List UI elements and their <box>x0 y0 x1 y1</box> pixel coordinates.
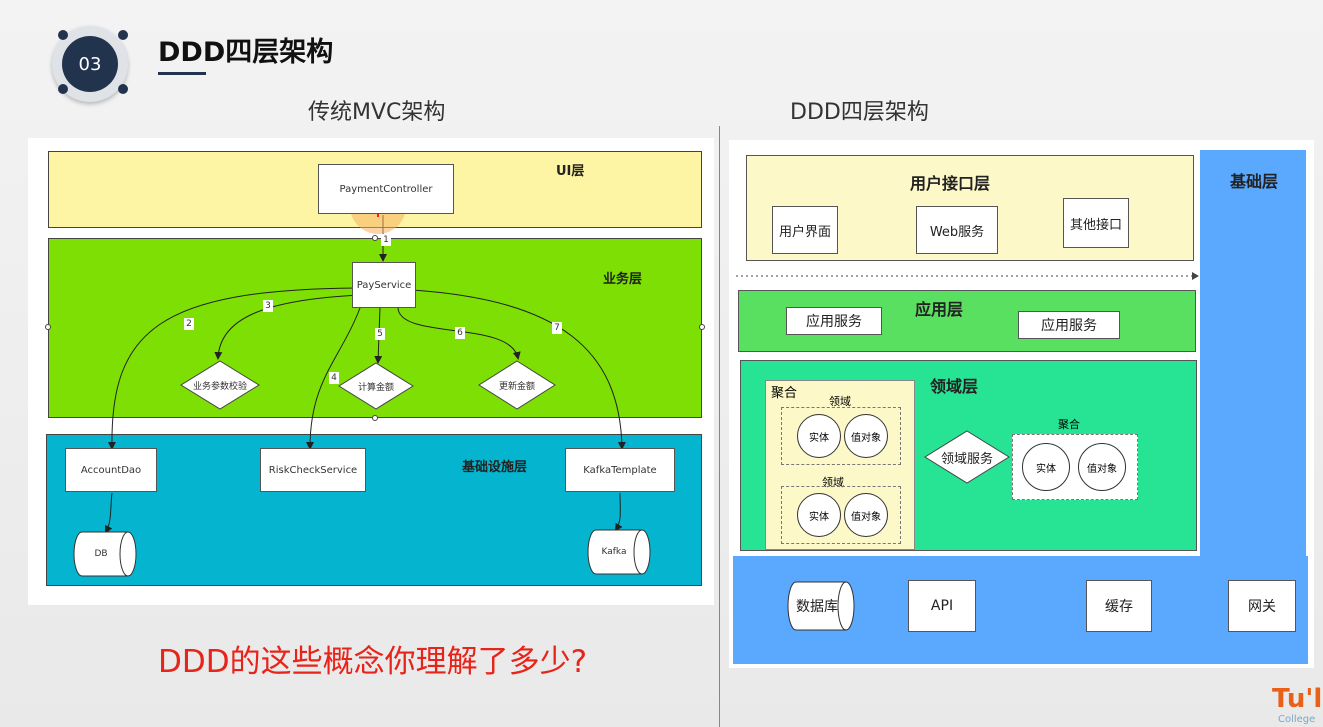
ui-layer-label: UI层 <box>556 164 585 179</box>
cache-box: 缓存 <box>1086 580 1152 632</box>
infra-layer-title: 基础层 <box>1230 172 1279 191</box>
value-object-circle: 值对象 <box>844 414 888 458</box>
entity-circle: 实体 <box>797 493 841 537</box>
value-object-circle: 值对象 <box>1078 443 1126 491</box>
vertical-divider <box>719 126 720 727</box>
kafka-template-node: KafkaTemplate <box>565 448 675 492</box>
business-layer-label: 业务层 <box>603 272 643 287</box>
dotted-arrow <box>736 272 1199 280</box>
gateway-box: 网关 <box>1228 580 1296 632</box>
edge-label: 2 <box>184 318 194 330</box>
update-diamond <box>478 360 556 410</box>
brand-logo-sub: College <box>1278 714 1316 725</box>
database-cylinder <box>787 581 855 631</box>
edge-label: 6 <box>455 327 465 339</box>
domain-label: 领域 <box>829 395 851 408</box>
domain-layer-title: 领域层 <box>930 377 979 396</box>
badge-dot <box>118 84 128 94</box>
db-cylinder <box>73 531 137 577</box>
aggregate-1-title: 聚合 <box>771 386 798 401</box>
question-text: DDD的这些概念你理解了多少? <box>158 644 588 680</box>
calc-label: 计算金额 <box>357 382 394 393</box>
domain-label: 领域 <box>822 476 844 489</box>
badge-dot <box>118 30 128 40</box>
edge-label: 3 <box>263 300 273 312</box>
ui-item: 用户界面 <box>772 206 838 254</box>
title-underline <box>158 72 206 75</box>
app-service-box: 应用服务 <box>1018 311 1120 339</box>
badge-dot <box>58 84 68 94</box>
calc-diamond <box>338 362 414 410</box>
domain-box <box>781 486 901 544</box>
risk-check-node: RiskCheckService <box>260 448 366 492</box>
page-title: DDD四层架构 <box>158 37 334 68</box>
kafka-cylinder <box>587 529 651 575</box>
section-number: 03 <box>78 53 102 75</box>
validate-label: 业务参数校验 <box>192 381 247 392</box>
left-heading: 传统MVC架构 <box>308 100 446 125</box>
db-label: DB <box>94 549 108 559</box>
app-service-box: 应用服务 <box>786 307 882 335</box>
edge-label: 7 <box>552 322 562 334</box>
domain-service-diamond <box>924 430 1010 484</box>
infra-layer-label: 基础设施层 <box>462 460 528 475</box>
badge-dot <box>58 30 68 40</box>
database-label: 数据库 <box>796 599 838 615</box>
kafka-label: Kafka <box>601 547 627 557</box>
ui-item: 其他接口 <box>1063 198 1129 248</box>
edge-label: 5 <box>375 328 385 340</box>
domain-box <box>781 407 901 465</box>
entity-circle: 实体 <box>1022 443 1070 491</box>
aggregate-2-title: 聚合 <box>1058 418 1080 431</box>
payment-controller-node: PaymentController <box>318 164 454 214</box>
edge-label: 4 <box>329 372 339 384</box>
domain-service-label: 领域服务 <box>940 451 993 467</box>
brand-logo: Tu'l <box>1272 684 1323 714</box>
section-number-badge: 03 <box>62 36 118 92</box>
app-layer-title: 应用层 <box>915 300 964 319</box>
aggregate-1 <box>765 380 915 550</box>
ui-layer-title: 用户接口层 <box>910 174 991 193</box>
edge-label: 1 <box>381 234 391 246</box>
ui-item: Web服务 <box>916 206 998 254</box>
validate-diamond <box>180 360 260 410</box>
update-label: 更新金额 <box>498 381 535 392</box>
account-dao-node: AccountDao <box>65 448 157 492</box>
right-heading: DDD四层架构 <box>790 100 929 125</box>
value-object-circle: 值对象 <box>844 493 888 537</box>
entity-circle: 实体 <box>797 414 841 458</box>
api-box: API <box>908 580 976 632</box>
pay-service-node: PayService <box>352 262 416 308</box>
